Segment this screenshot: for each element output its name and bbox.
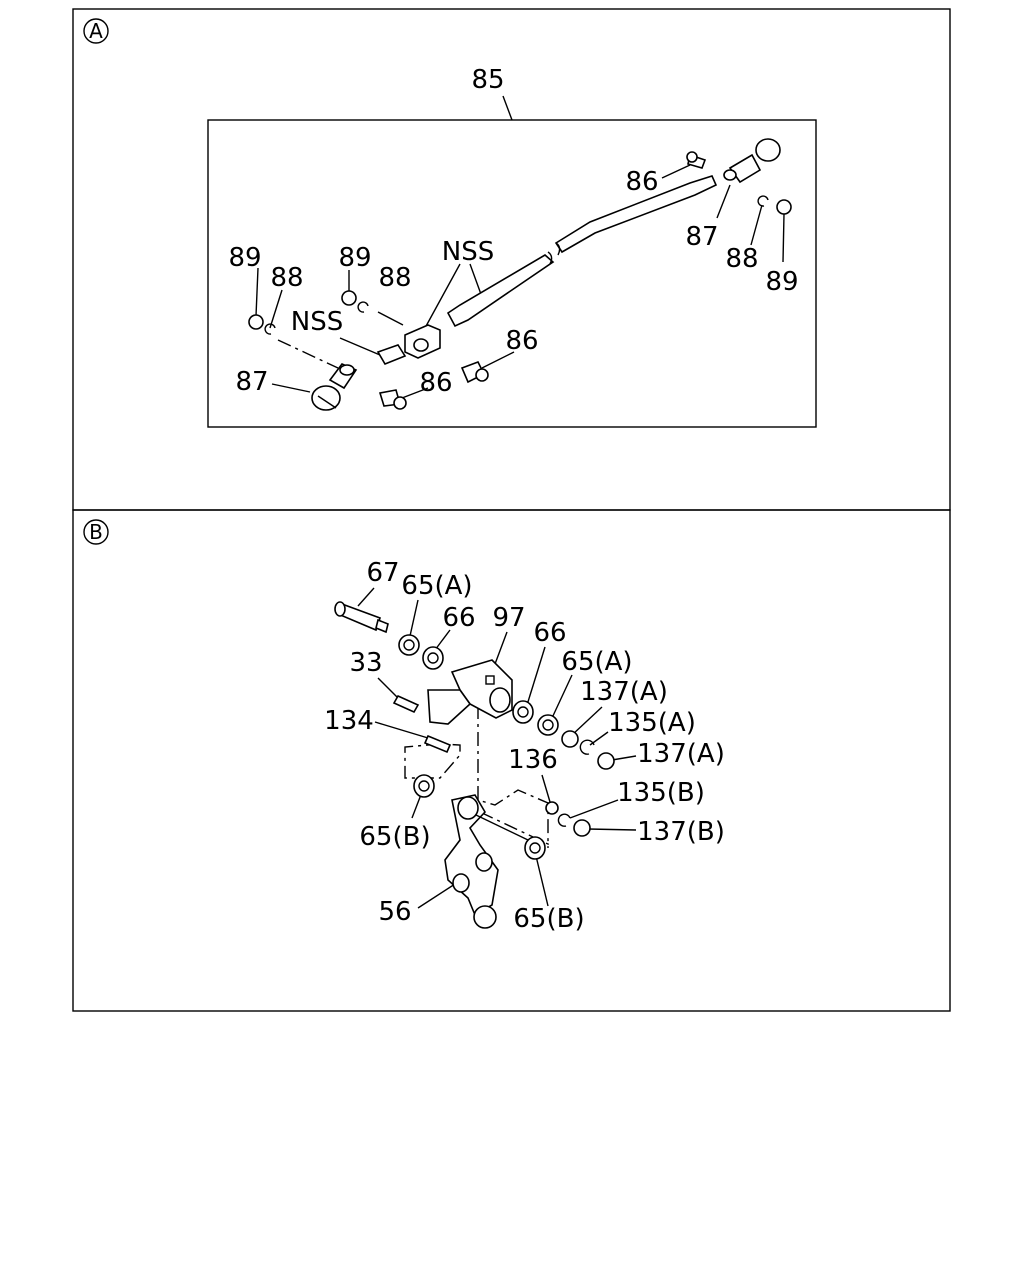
label-33: 33 [349, 648, 382, 678]
label-86-mid: 86 [505, 326, 538, 356]
label-88-mid: 88 [378, 263, 411, 293]
link-87-left [311, 363, 358, 411]
link-87-right [723, 138, 781, 184]
bushing-nss-left [376, 344, 407, 365]
label-65a-top: 65(A) [401, 571, 472, 601]
bolt-86-top [686, 151, 707, 169]
bushing-65b-left [413, 774, 435, 798]
nut-89-mid [341, 290, 357, 306]
panel-a-marker: A [89, 19, 103, 43]
label-135b: 135(B) [617, 778, 705, 808]
bolt-86-bottom [378, 389, 407, 410]
panel-b-marker: B [89, 520, 103, 544]
pin-67 [334, 601, 389, 634]
label-135a: 135(A) [608, 708, 696, 738]
label-88-right: 88 [725, 244, 758, 274]
nut-137b [573, 819, 591, 837]
washer-66-right [512, 700, 534, 724]
washer-66-left [422, 646, 444, 670]
label-86-bottom: 86 [419, 368, 452, 398]
label-89-mid: 89 [338, 243, 371, 273]
bolt-134 [423, 734, 452, 754]
clip-88-left [264, 323, 276, 335]
label-56: 56 [378, 897, 411, 927]
bolt-86-mid [460, 360, 489, 384]
label-nss-left: NSS [291, 307, 343, 337]
label-66-left: 66 [442, 603, 475, 633]
bracket-97 [427, 659, 513, 725]
label-137a-top: 137(A) [580, 677, 668, 707]
panel-a-frame [72, 8, 951, 511]
panel-b-frame [72, 509, 951, 1012]
label-87-right: 87 [685, 222, 718, 252]
label-88-left: 88 [270, 263, 303, 293]
bushing-65a-right [537, 714, 559, 736]
label-89-left: 89 [228, 243, 261, 273]
panel-b: B [83, 519, 725, 934]
nut-137a-top [561, 730, 579, 748]
label-86-top: 86 [625, 167, 658, 197]
washer-136 [545, 801, 559, 815]
label-65b-left: 65(B) [359, 822, 430, 852]
stabilizer-bar-right [554, 175, 718, 254]
label-137b: 137(B) [637, 817, 725, 847]
label-66-right: 66 [533, 618, 566, 648]
nut-89-right [776, 199, 792, 215]
panel-b-marker-circle [83, 519, 109, 545]
label-97: 97 [492, 603, 525, 633]
label-67: 67 [366, 558, 399, 588]
nut-89-left [248, 314, 264, 330]
label-65a-right: 65(A) [561, 647, 632, 677]
nut-137a-bottom [597, 752, 615, 770]
label-134: 134 [324, 706, 374, 736]
clip-135b [557, 813, 571, 827]
clip-88-right [757, 195, 769, 207]
label-136: 136 [508, 745, 558, 775]
label-137a-bottom: 137(A) [637, 739, 725, 769]
bushing-65a-top [398, 634, 420, 656]
panel-a-marker-circle [83, 18, 109, 44]
label-65b-bottom: 65(B) [513, 904, 584, 934]
stud-33 [392, 694, 420, 714]
stabilizer-bar-left [446, 254, 555, 328]
bushing-65b-right [524, 836, 546, 860]
label-nss-top: NSS [442, 237, 494, 267]
label-85: 85 [471, 65, 504, 95]
label-89-right: 89 [765, 267, 798, 297]
label-87-left: 87 [235, 367, 268, 397]
lever-56 [444, 794, 529, 929]
panel-a: A [83, 18, 817, 428]
clip-88-mid [357, 301, 369, 313]
washer-135a [579, 739, 595, 755]
